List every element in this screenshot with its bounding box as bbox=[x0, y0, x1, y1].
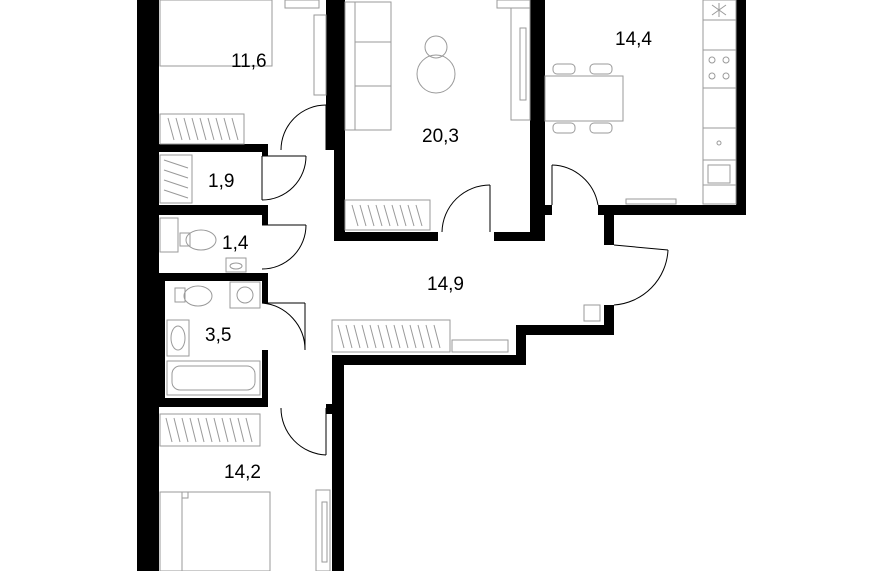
bed-top bbox=[159, 0, 273, 67]
wall-closet-top bbox=[157, 144, 267, 152]
sofa bbox=[344, 1, 392, 131]
kitchen-radiator bbox=[625, 198, 677, 205]
radiator-living bbox=[344, 199, 431, 231]
desk-top bbox=[284, 0, 320, 9]
wall-step-3 bbox=[334, 355, 526, 365]
hall-wardrobe bbox=[331, 319, 509, 353]
area-toilet: 1,4 bbox=[222, 233, 249, 254]
door-closet[interactable] bbox=[261, 155, 307, 201]
wall-living-left bbox=[334, 0, 345, 240]
door-entrance[interactable] bbox=[613, 244, 669, 306]
area-kitchen: 14,4 bbox=[615, 29, 652, 50]
bathroom-fixtures bbox=[166, 281, 261, 396]
dining-table bbox=[544, 63, 624, 134]
door-toilet[interactable] bbox=[261, 224, 307, 270]
hall-panel bbox=[583, 304, 601, 322]
wall-bath-right-lower bbox=[262, 350, 268, 407]
bed-bottom bbox=[159, 491, 271, 571]
door-bathroom[interactable] bbox=[261, 302, 306, 351]
walls bbox=[137, 0, 746, 571]
wall-closet-bottom bbox=[157, 205, 267, 215]
kitchen-counter bbox=[702, 0, 737, 205]
wall-bath-bottom bbox=[157, 398, 268, 407]
wall-kitchen-left-stub bbox=[540, 205, 552, 215]
door-bedroom-top[interactable] bbox=[280, 104, 327, 151]
area-bedroom-bottom: 14,2 bbox=[224, 462, 261, 483]
wall-step-1 bbox=[516, 325, 614, 335]
outer-wall-right bbox=[736, 0, 746, 215]
tv-stand bbox=[510, 7, 531, 121]
wall-bath-right bbox=[262, 273, 268, 303]
wall-living-bottom-right bbox=[494, 232, 544, 241]
wall-wc-bottom bbox=[157, 273, 268, 281]
wall-hall-right-stub bbox=[604, 205, 614, 245]
doors bbox=[261, 104, 669, 456]
wall-hall-right-lower bbox=[604, 305, 614, 335]
wall-bedroom-right-stub bbox=[326, 404, 334, 414]
shelf-living-top bbox=[496, 0, 531, 9]
wall-living-bottom-left bbox=[334, 232, 438, 241]
wall-closet-right bbox=[262, 144, 268, 156]
area-bedroom-top: 11,6 bbox=[231, 51, 267, 72]
wall-step-2 bbox=[516, 325, 526, 365]
wall-kitchen-bottom bbox=[598, 205, 746, 215]
toilet-fixture bbox=[159, 217, 247, 273]
bedroom-bottom-dresser bbox=[315, 489, 331, 571]
door-living[interactable] bbox=[441, 184, 491, 233]
furniture bbox=[159, 0, 737, 571]
wall-left-right-top bbox=[326, 0, 334, 150]
coffee-table bbox=[416, 35, 456, 94]
wall-living-kitchen bbox=[530, 0, 545, 241]
door-bedroom-bottom[interactable] bbox=[280, 407, 327, 456]
wardrobe-bedroom-top bbox=[159, 113, 245, 145]
area-hallway: 14,9 bbox=[427, 274, 464, 295]
bedroom-bottom-dresser-inner bbox=[321, 501, 328, 563]
wardrobe-bedroom-bottom bbox=[159, 413, 261, 447]
door-kitchen[interactable] bbox=[551, 164, 599, 206]
area-closet: 1,9 bbox=[208, 171, 234, 192]
wall-bedroom-bottom-right bbox=[332, 355, 344, 571]
closet-shelf bbox=[159, 154, 193, 204]
wall-bath-left bbox=[157, 273, 165, 403]
outer-wall-left bbox=[137, 0, 159, 571]
wardrobe-top-right bbox=[313, 14, 327, 96]
wall-wc-right bbox=[262, 205, 268, 225]
area-labels: 11,6 20,3 14,4 1,9 1,4 3,5 14,9 14,2 bbox=[205, 29, 652, 483]
area-living-room: 20,3 bbox=[422, 126, 459, 147]
area-bathroom: 3,5 bbox=[205, 325, 231, 346]
